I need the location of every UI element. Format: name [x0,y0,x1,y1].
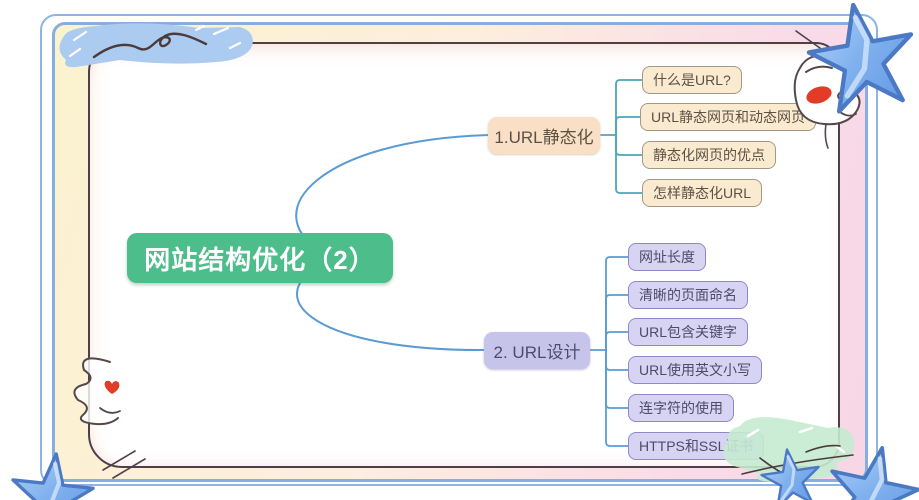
subtopic-url-keywords[interactable]: URL包含关键字 [628,318,749,346]
subtopic-url-lowercase[interactable]: URL使用英文小写 [628,356,763,384]
subtopic-how-to-staticize[interactable]: 怎样静态化URL [642,179,763,207]
subtopic-hyphen-usage[interactable]: 连字符的使用 [628,394,734,422]
subtopic-static-vs-dynamic[interactable]: URL静态网页和动态网页 [640,103,817,131]
subtopic-url-length[interactable]: 网址长度 [628,243,706,271]
branch-url-staticization[interactable]: 1.URL静态化 [488,117,600,154]
central-topic[interactable]: 网站结构优化（2） [127,233,393,283]
subtopic-static-advantages[interactable]: 静态化网页的优点 [642,141,776,169]
subtopic-what-is-url[interactable]: 什么是URL? [642,66,742,94]
outer-frame-border [40,14,878,486]
subtopic-https-ssl[interactable]: HTTPS和SSL证书 [628,432,765,460]
subtopic-clear-page-naming[interactable]: 清晰的页面命名 [628,281,748,309]
branch-url-design[interactable]: 2. URL设计 [484,332,590,369]
